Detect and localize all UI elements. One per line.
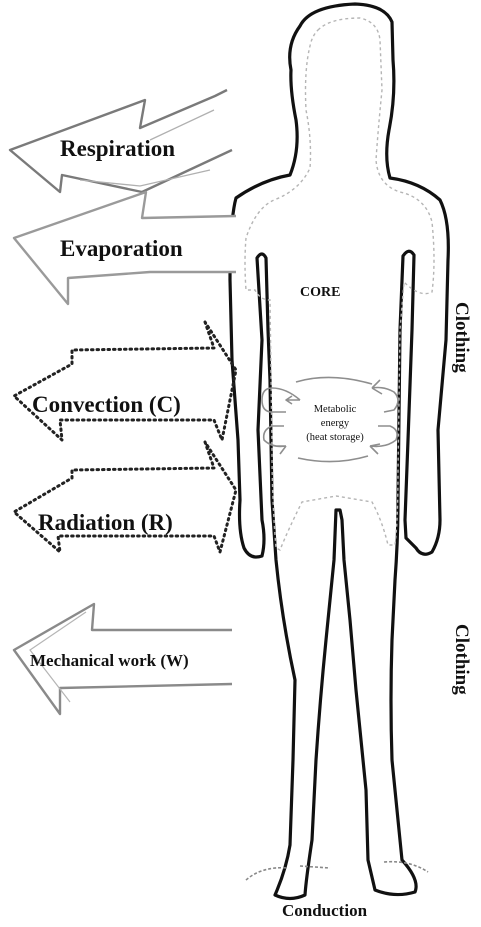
- radiation-label: Radiation (R): [38, 510, 173, 535]
- convection-label: Convection (C): [32, 392, 181, 417]
- metabolic-label-line1: Metabolic: [314, 404, 357, 415]
- mechanical-work-label: Mechanical work (W): [30, 651, 189, 670]
- body-silhouette: [230, 4, 448, 899]
- metabolic-label-line3: (heat storage): [306, 432, 364, 443]
- respiration-label: Respiration: [60, 136, 175, 161]
- metabolic-label-line2: energy: [321, 418, 350, 429]
- convection-arrow: [14, 322, 236, 440]
- clothing-lower-label: Clothing: [451, 624, 472, 695]
- evaporation-label: Evaporation: [60, 236, 183, 261]
- core-label: CORE: [300, 285, 340, 300]
- radiation-arrow: [14, 442, 236, 552]
- conduction-label: Conduction: [282, 901, 368, 920]
- body-outline: [230, 4, 448, 899]
- clothing-upper-label: Clothing: [451, 302, 472, 373]
